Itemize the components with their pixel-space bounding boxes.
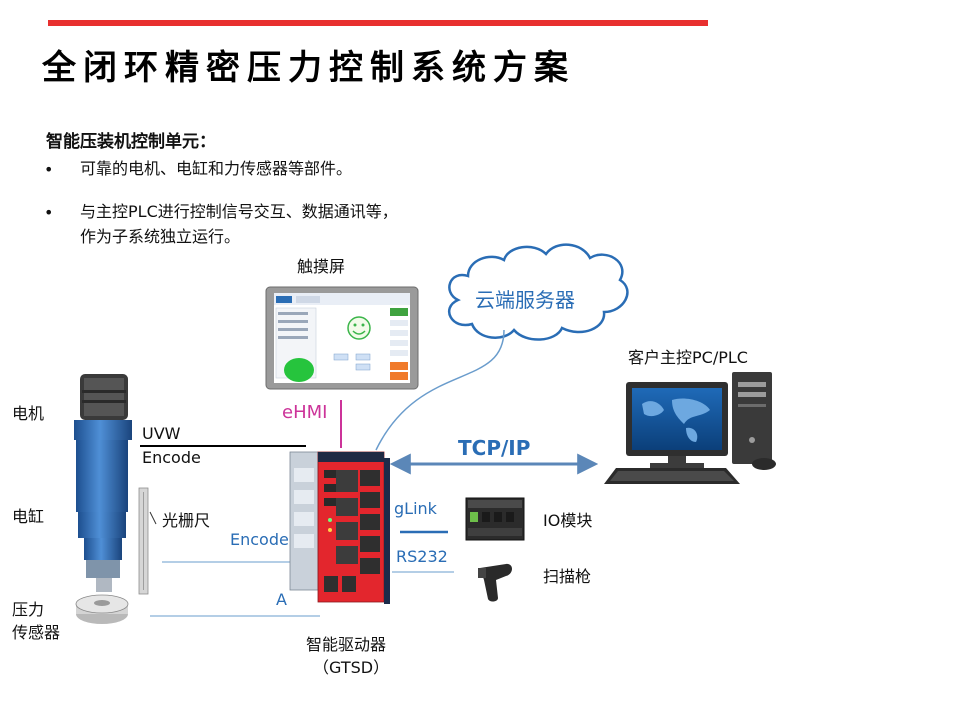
motor-label: 电机 xyxy=(12,404,45,423)
cloud-server-icon xyxy=(447,243,629,341)
analog-label: A xyxy=(276,590,287,609)
bullet-1: 可靠的电机、电缸和力传感器等部件。 xyxy=(80,159,353,178)
bullet-2: 与主控PLC进行控制信号交互、数据通讯等， xyxy=(80,202,398,221)
encode-label-grating: Encode xyxy=(230,530,289,549)
ehmi-label: eHMI xyxy=(282,402,328,423)
encode-label-motor: Encode xyxy=(142,448,201,467)
force-sensor-icon xyxy=(75,594,129,624)
driver-model-label: （GTSD） xyxy=(313,658,390,677)
rs232-label: RS232 xyxy=(396,547,448,566)
tcpip-label: TCP/IP xyxy=(458,436,531,460)
slide-title: 全闭环精密压力控制系统方案 xyxy=(42,48,575,88)
grating-label: 光栅尺 xyxy=(162,511,211,530)
grating-ruler-icon xyxy=(138,487,149,595)
cloud-link-line xyxy=(375,329,505,451)
bullet-3: 作为子系统独立运行。 xyxy=(80,227,241,246)
io-module-label: IO模块 xyxy=(543,511,593,530)
barcode-scanner-icon xyxy=(478,563,512,602)
pc-label: 客户主控PC/PLC xyxy=(628,348,748,367)
customer-pc-icon xyxy=(604,372,776,484)
bullet-icon: • xyxy=(44,160,54,179)
glink-label: gLink xyxy=(394,499,437,518)
top-accent-bar xyxy=(48,20,708,26)
force-sensor-label-line2: 传感器 xyxy=(12,623,61,642)
uvw-label: UVW xyxy=(142,424,181,443)
cloud-label: 云端服务器 xyxy=(475,288,575,312)
grating-pointer-line xyxy=(149,511,157,525)
driver-label: 智能驱动器 xyxy=(306,635,387,654)
touchscreen-label: 触摸屏 xyxy=(297,257,346,276)
intro-heading: 智能压装机控制单元： xyxy=(46,132,216,152)
smart-driver-icon xyxy=(289,451,390,604)
scanner-label: 扫描枪 xyxy=(543,567,592,586)
touchscreen-icon xyxy=(265,286,419,390)
cylinder-label: 电缸 xyxy=(12,507,45,526)
io-module-icon xyxy=(465,497,525,541)
force-sensor-label-line1: 压力 xyxy=(12,600,45,619)
electric-cylinder-icon xyxy=(74,374,132,592)
bullet-icon: • xyxy=(44,203,54,222)
